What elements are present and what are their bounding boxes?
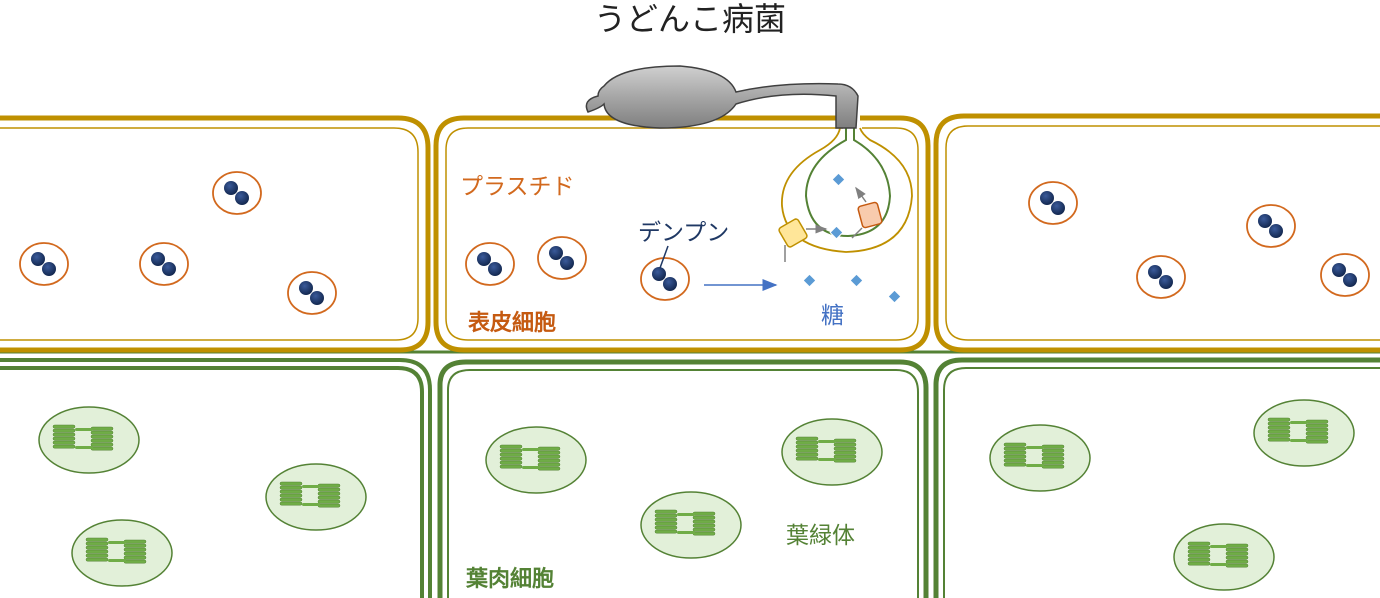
plastid (1028, 181, 1078, 225)
plastid (212, 171, 262, 215)
starch-grain (42, 262, 56, 276)
chloroplast-label: 葉緑体 (786, 523, 855, 549)
fungus-conidium (585, 65, 859, 129)
chloroplast-group (38, 399, 1355, 591)
starch-label: デンプン (638, 220, 729, 246)
sugar-transporter-orange (857, 201, 883, 229)
starch-grain (1258, 214, 1272, 228)
plastid (1320, 253, 1370, 297)
starch-grain (1269, 224, 1283, 238)
starch-grain (1159, 275, 1173, 289)
mesophyll-cell-center (437, 359, 929, 598)
starch-leader-line (659, 245, 669, 269)
sugar-transporter-yellow (778, 218, 808, 248)
chloroplast (1173, 523, 1275, 591)
starch-grain (1148, 265, 1162, 279)
mesophyll-cell-left (0, 358, 432, 598)
plastid-label: プラスチド (460, 174, 575, 200)
epidermal-cell-right (933, 113, 1380, 353)
mesophyll-cell-layer (0, 350, 1380, 598)
plastid-group (19, 171, 1370, 315)
starch-grain (1040, 191, 1054, 205)
starch-grain (663, 277, 677, 291)
starch-grain (299, 281, 313, 295)
chloroplast (485, 426, 587, 494)
sugar-transport (704, 172, 902, 304)
starch-grain (488, 262, 502, 276)
plastid (287, 271, 337, 315)
epidermal-cell-label: 表皮細胞 (468, 310, 556, 336)
starch-grain (1332, 263, 1346, 277)
starch-grain (235, 191, 249, 205)
sugar-molecule (802, 273, 817, 288)
starch-grain (477, 252, 491, 266)
chloroplast (640, 491, 742, 559)
starch-grain (31, 252, 45, 266)
chloroplast (781, 418, 883, 486)
starch-grain (310, 291, 324, 305)
sugar-molecule (887, 289, 902, 304)
plastid (1136, 255, 1186, 299)
sugar-molecule (829, 225, 844, 240)
starch-grain (1343, 273, 1357, 287)
powdery-mildew-fungus (585, 65, 859, 129)
epidermal-cell-layer (0, 113, 1380, 353)
starch-grain (151, 252, 165, 266)
chloroplast (71, 519, 173, 587)
starch-grain (1051, 201, 1065, 215)
chloroplast (38, 406, 140, 474)
starch-grain (549, 246, 563, 260)
extrahaustorial-membrane (781, 127, 913, 253)
epidermal-cell-center (433, 115, 931, 353)
diagram-title: うどんこ病菌 (594, 0, 786, 38)
plastid (1246, 204, 1296, 248)
starch-grain (560, 256, 574, 270)
plastid (537, 236, 587, 280)
starch-grain (162, 262, 176, 276)
plastid (640, 257, 690, 301)
plastid (465, 242, 515, 286)
mesophyll-cell-label: 葉肉細胞 (465, 566, 554, 592)
mesophyll-cell-right (933, 357, 1380, 598)
chloroplast (989, 424, 1091, 492)
starch-grain (652, 267, 666, 281)
sugar-molecule (831, 172, 846, 187)
plastid (19, 242, 69, 286)
starch-grain (224, 181, 238, 195)
plastid (139, 242, 189, 286)
chloroplast (1253, 399, 1355, 467)
epidermal-cell-left (0, 115, 431, 353)
chloroplast (265, 463, 367, 531)
sugar-molecule (849, 273, 864, 288)
sugar-label: 糖 (821, 303, 844, 329)
